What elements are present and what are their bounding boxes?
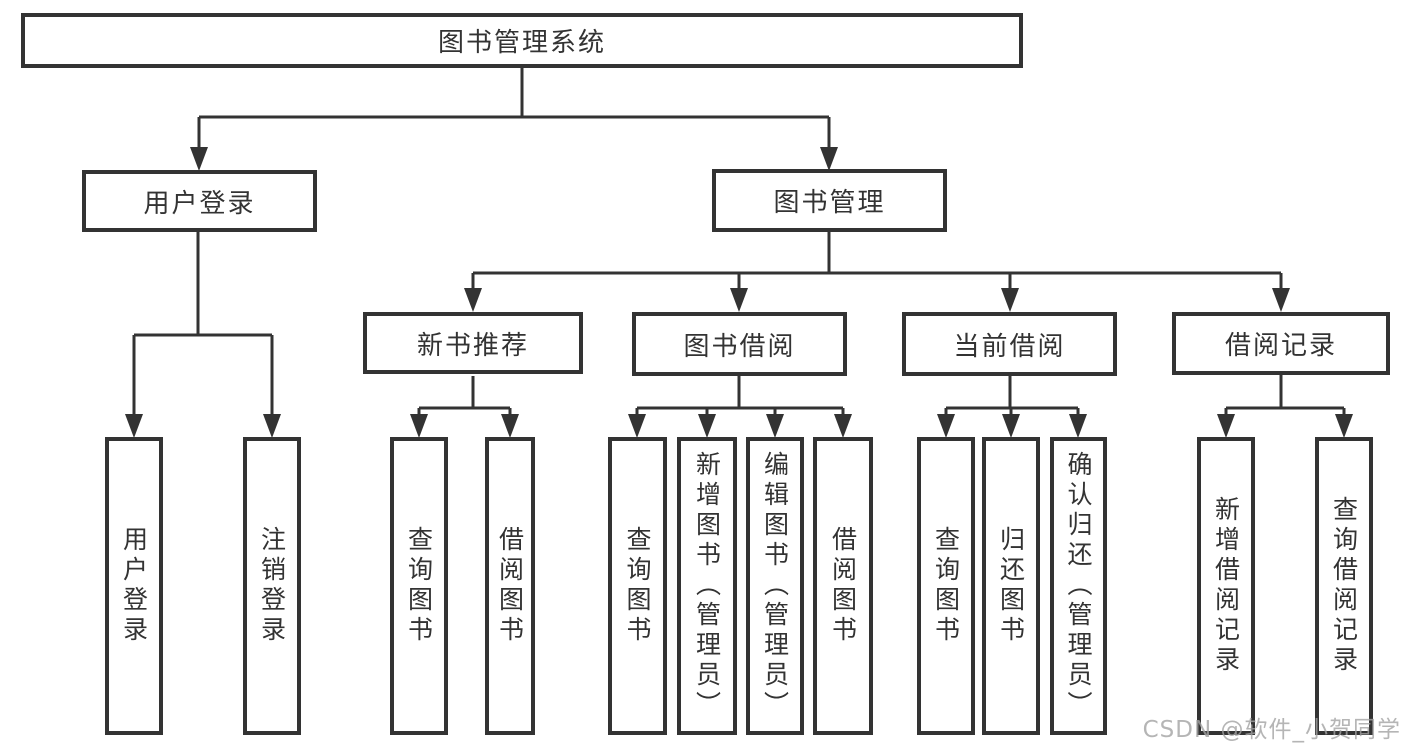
leaf-return-books: 归还图书	[982, 437, 1040, 735]
arrowhead	[1217, 414, 1235, 438]
arrowhead	[464, 288, 482, 312]
leaf-query-books-borrow: 查询图书	[608, 437, 667, 735]
leaf-query-books-current: 查询图书	[917, 437, 975, 735]
arrowhead	[1272, 288, 1290, 312]
arrowhead	[834, 414, 852, 438]
leaf-user-login: 用户登录	[105, 437, 163, 735]
leaf-confirm-return-admin: 确认归还（管理员）	[1050, 437, 1107, 735]
arrowhead	[1069, 414, 1087, 438]
node-new-book-recommendation: 新书推荐	[363, 312, 583, 374]
leaf-edit-books-admin: 编辑图书（管理员）	[746, 437, 804, 735]
node-book-management: 图书管理	[712, 169, 947, 232]
node-current-borrowing: 当前借阅	[902, 312, 1117, 376]
node-user-login: 用户登录	[82, 170, 317, 232]
node-library-management-system: 图书管理系统	[21, 13, 1023, 68]
arrowhead	[501, 414, 519, 438]
arrowhead	[1001, 288, 1019, 312]
arrowhead	[937, 414, 955, 438]
arrowhead	[730, 288, 748, 312]
leaf-borrow-books: 借阅图书	[813, 437, 873, 735]
arrowhead	[1335, 414, 1353, 438]
arrowhead	[698, 414, 716, 438]
leaf-query-borrow-record: 查询借阅记录	[1315, 437, 1373, 735]
leaf-add-books-admin: 新增图书（管理员）	[677, 437, 737, 735]
leaf-logout: 注销登录	[243, 437, 301, 735]
leaf-add-borrow-record: 新增借阅记录	[1197, 437, 1255, 735]
arrowhead	[190, 147, 208, 171]
arrowhead	[1002, 414, 1020, 438]
leaf-borrow-books-recommend: 借阅图书	[485, 437, 535, 735]
arrowhead	[628, 414, 646, 438]
arrowhead	[766, 414, 784, 438]
node-book-borrowing: 图书借阅	[632, 312, 847, 376]
arrowhead	[820, 147, 838, 171]
node-borrowing-records: 借阅记录	[1172, 312, 1390, 375]
arrowhead	[410, 414, 428, 438]
leaf-query-books-recommend: 查询图书	[390, 437, 448, 735]
arrowhead	[263, 414, 281, 438]
arrowhead	[125, 414, 143, 438]
